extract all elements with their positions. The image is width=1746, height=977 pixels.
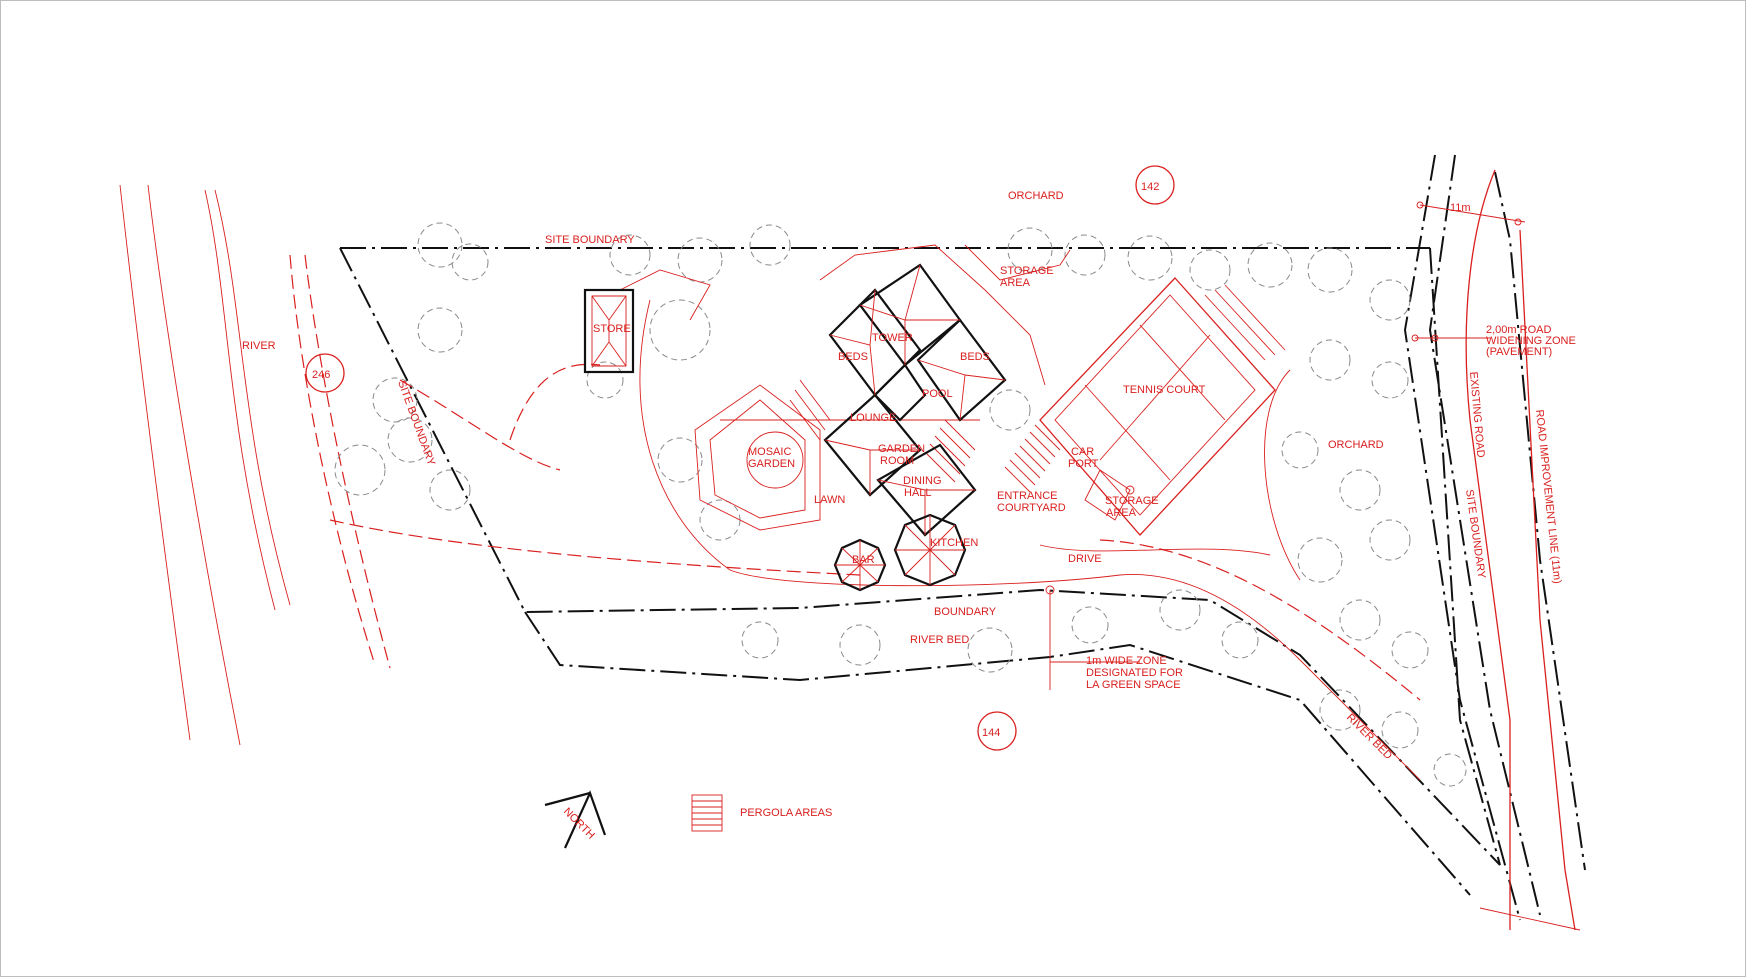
garden-linework: [329, 244, 1421, 781]
label-tower: TOWER: [872, 332, 913, 344]
label-carport-1: CAR: [1071, 446, 1094, 458]
label-bar: BAR: [852, 554, 875, 566]
label-entrance-1: ENTRANCE: [997, 490, 1058, 502]
label-river: RIVER: [242, 340, 276, 352]
label-river-bed: RIVER BED: [910, 634, 969, 646]
label-storage2-1: STORAGE: [1105, 495, 1159, 507]
label-lawn: LAWN: [814, 494, 845, 506]
label-north: NORTH: [561, 806, 597, 842]
label-storage-top-2: AREA: [1000, 277, 1031, 289]
label-beds-right: BEDS: [960, 351, 990, 363]
label-site-boundary-top: SITE BOUNDARY: [545, 234, 635, 246]
label-green-zone-3: LA GREEN SPACE: [1086, 679, 1181, 691]
label-pool: POOL: [922, 388, 953, 400]
label-pergola-areas: PERGOLA AREAS: [740, 807, 832, 819]
north-arrow: [544, 790, 607, 849]
label-beds-left: BEDS: [838, 351, 868, 363]
label-orchard-right: ORCHARD: [1328, 439, 1384, 451]
label-drive: DRIVE: [1068, 553, 1102, 565]
label-road-widening-3: (PAVEMENT): [1486, 346, 1552, 358]
storage-shed: [1084, 469, 1135, 521]
label-road-improvement: ROAD IMPROVEMENT LINE (11m): [1533, 409, 1563, 584]
label-dim-11m: 11m: [1450, 202, 1471, 214]
label-dining-2: HALL: [904, 487, 932, 499]
label-road-widening-2: WIDENING ZONE: [1486, 335, 1576, 347]
river-lines: [119, 184, 391, 746]
label-green-zone-1: 1m WIDE ZONE: [1086, 655, 1167, 667]
road-lines: [1411, 169, 1581, 931]
store-building: [583, 288, 635, 374]
label-plot-144: 144: [982, 727, 1000, 739]
pergola-legend-swatch: [691, 794, 723, 832]
label-tennis-court: TENNIS COURT: [1123, 384, 1206, 396]
tree-canopies: [334, 222, 1467, 787]
label-lounge: LOUNGE: [850, 412, 896, 424]
label-storage2-2: AREA: [1106, 507, 1137, 519]
label-mosaic-1: MOSAIC: [748, 446, 791, 458]
label-store: STORE: [593, 323, 631, 335]
label-boundary: BOUNDARY: [934, 606, 997, 618]
label-orchard-top: ORCHARD: [1008, 190, 1064, 202]
label-dining-1: DINING: [903, 475, 942, 487]
label-site-boundary-left: SITE BOUNDARY: [395, 379, 437, 468]
label-plot-142: 142: [1141, 181, 1159, 193]
plot-number-circles: [305, 165, 1175, 751]
main-house: [694, 244, 1046, 592]
label-river-bed-2: RIVER BED: [1344, 712, 1394, 762]
label-plot-246: 246: [312, 369, 330, 381]
pergola-hatching: [789, 379, 1061, 493]
label-garden-room-2: ROOM: [880, 455, 914, 467]
label-mosaic-2: GARDEN: [748, 458, 795, 470]
green-zone-marker: [1045, 585, 1140, 690]
label-kitchen: KITCHEN: [930, 537, 978, 549]
label-carport-2: PORT: [1068, 458, 1099, 470]
tennis-court: [1039, 277, 1286, 536]
label-road-widening-1: 2,00m ROAD: [1486, 324, 1551, 336]
label-storage-top-1: STORAGE: [1000, 265, 1054, 277]
drawing-labels: ORCHARD 142 SITE BOUNDARY STORAGE AREA R…: [242, 181, 1576, 842]
label-entrance-2: COURTYARD: [997, 502, 1066, 514]
label-green-zone-2: DESIGNATED FOR: [1086, 667, 1183, 679]
label-garden-room-1: GARDEN: [878, 443, 925, 455]
